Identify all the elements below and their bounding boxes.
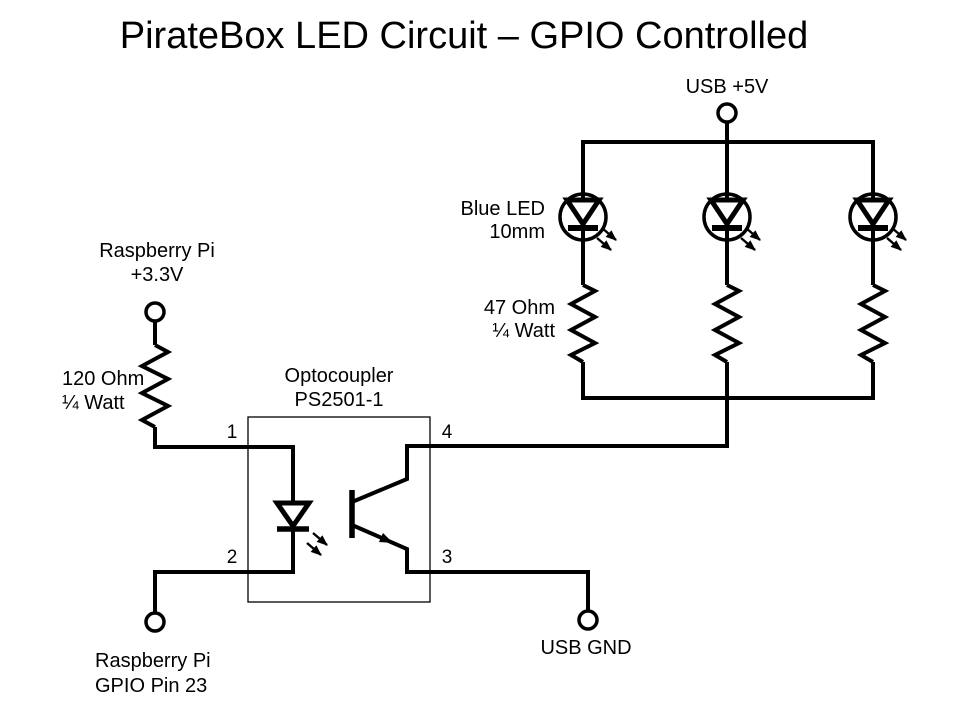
led-resistor-label-line1: 47 Ohm: [484, 297, 555, 319]
usb-5v-label: USB +5V: [686, 76, 769, 98]
optocoupler-label-line2: PS2501-1: [295, 389, 384, 411]
gpio-label-line2: GPIO Pin 23: [95, 675, 207, 697]
resistor-120ohm-zigzag: [137, 343, 173, 429]
blue-led-label-line1: Blue LED: [461, 198, 546, 220]
led-column-2: [704, 140, 760, 400]
usb-gnd-branch: USB GND: [540, 609, 632, 659]
rpi-33v-branch: Raspberry Pi +3.3V 120 Ohm ¼ Watt: [62, 240, 295, 503]
blue-led-label-line2: 10mm: [489, 221, 545, 243]
led-column-3: [850, 140, 906, 400]
wire-pin2-to-gpio: [153, 529, 295, 613]
optocoupler-outline-box: [247, 416, 431, 603]
input-resistor-label-line2: ¼ Watt: [62, 392, 125, 414]
led-bank-labels: Blue LED 10mm 47 Ohm ¼ Watt: [461, 198, 556, 342]
gpio-terminal: [144, 611, 166, 633]
led-column-1: [560, 140, 616, 400]
led-resistor-label-line2: ¼ Watt: [492, 320, 555, 342]
usb-gnd-terminal: [577, 609, 599, 631]
rpi-gpio-branch: Raspberry Pi GPIO Pin 23: [95, 611, 211, 697]
opto-led-triangle: [272, 500, 314, 531]
pin-label-4: 4: [442, 422, 453, 443]
phototransistor-collector: [351, 446, 409, 504]
usb-gnd-label: USB GND: [540, 637, 631, 659]
opto-led-emission-arrow-2: [306, 542, 322, 556]
input-resistor-label-line1: 120 Ohm: [62, 368, 144, 390]
page-title: PirateBox LED Circuit – GPIO Controlled: [120, 15, 809, 57]
opto-led-emission-arrow-1: [312, 532, 328, 546]
usb-5v-terminal: [716, 102, 738, 124]
emitter-arrowhead: [379, 533, 393, 543]
rpi-33v-label-line1: Raspberry Pi: [99, 240, 215, 262]
usb-5v-source: USB +5V: [686, 76, 769, 144]
rpi-33v-terminal: [144, 301, 166, 323]
pin-label-3: 3: [442, 547, 453, 568]
pin-label-1: 1: [227, 422, 238, 443]
optocoupler: Optocoupler PS2501-1 1 4 2 3: [153, 365, 590, 613]
gpio-label-line1: Raspberry Pi: [95, 650, 211, 672]
optocoupler-label-line1: Optocoupler: [285, 365, 394, 387]
rpi-33v-label-line2: +3.3V: [131, 264, 184, 286]
wire-resistor-to-pin1: [153, 427, 295, 503]
wire-rail-to-pin4: [405, 396, 729, 448]
pin-label-2: 2: [227, 547, 238, 568]
